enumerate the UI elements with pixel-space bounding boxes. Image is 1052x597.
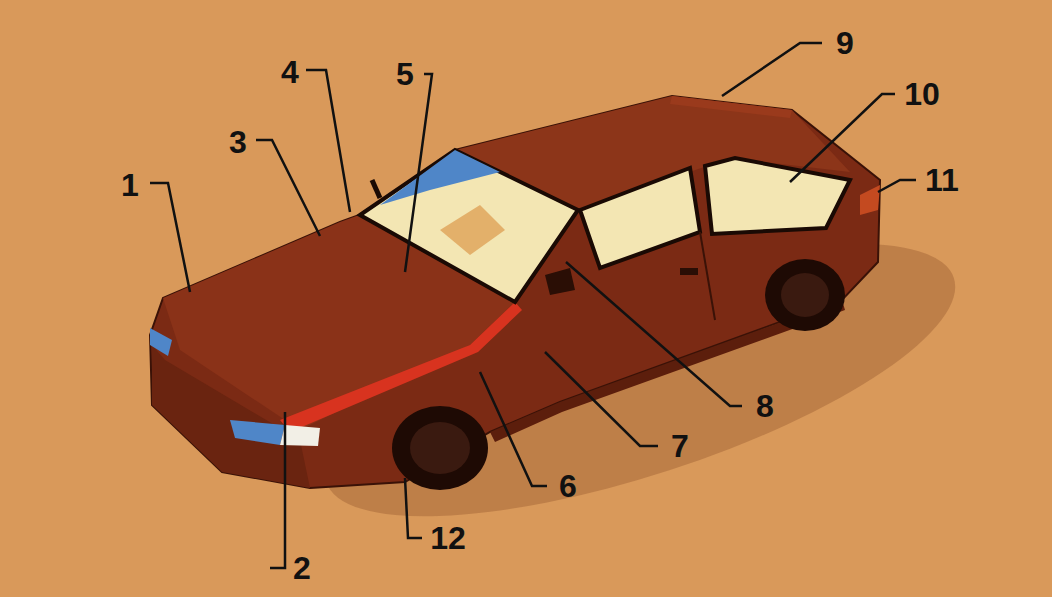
callout-number: 3 (229, 126, 247, 158)
callout-number: 8 (756, 390, 774, 422)
callout-number: 11 (925, 164, 959, 196)
leader-lines (150, 43, 916, 568)
callout-number: 1 (121, 169, 139, 201)
callout-number: 5 (396, 58, 414, 90)
callout-number: 7 (671, 430, 689, 462)
callout-number: 12 (430, 522, 466, 554)
callout-number: 9 (836, 27, 854, 59)
callout-number: 6 (559, 470, 577, 502)
callout-number: 10 (904, 78, 940, 110)
callout-number: 4 (281, 56, 299, 88)
callout-number: 2 (293, 552, 311, 584)
